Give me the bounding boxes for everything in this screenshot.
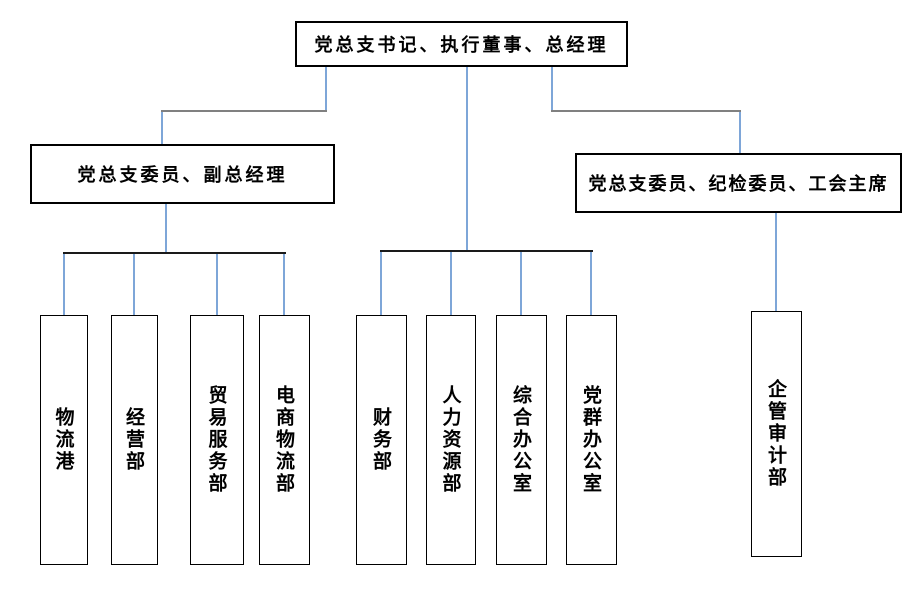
- connector-left-group-bus: [63, 252, 286, 254]
- org-box-root: 党总支书记、执行董事、总经理: [295, 21, 628, 67]
- connector-drop-to-right-manager: [739, 112, 741, 153]
- org-box-dept-audit: 企管审计部: [751, 311, 802, 557]
- org-box-dept-general-office: 综合办公室: [496, 315, 547, 565]
- connector-elbow-right-horizontal: [551, 110, 741, 112]
- connector-right-manager-down: [775, 213, 777, 311]
- connector-center-group-bus: [380, 250, 593, 252]
- org-box-dept-human-resources: 人力资源部: [426, 315, 476, 565]
- org-box-dept-finance: 财务部: [356, 315, 407, 565]
- connector-drop-dept-1: [63, 254, 65, 315]
- connector-drop-dept-7: [520, 252, 522, 315]
- org-box-right-manager: 党总支委员、纪检委员、工会主席: [575, 153, 902, 213]
- connector-elbow-left-horizontal: [161, 110, 327, 112]
- connector-drop-to-left-manager: [161, 112, 163, 144]
- connector-drop-dept-5: [380, 252, 382, 315]
- connector-left-manager-down: [165, 204, 167, 253]
- org-box-dept-ecommerce-logistics: 电商物流部: [259, 315, 310, 565]
- org-box-left-manager: 党总支委员、副总经理: [30, 144, 335, 204]
- connector-root-to-center-group: [466, 67, 468, 252]
- org-box-dept-trade-services: 贸易服务部: [190, 315, 244, 565]
- connector-drop-dept-8: [590, 252, 592, 315]
- connector-root-to-right-elbow: [551, 67, 553, 112]
- connector-drop-dept-6: [450, 252, 452, 315]
- connector-root-to-left-elbow: [325, 67, 327, 112]
- connector-drop-dept-4: [283, 254, 285, 315]
- org-box-dept-logistics-port: 物流港: [40, 315, 88, 565]
- org-box-dept-operations: 经营部: [111, 315, 158, 565]
- org-box-dept-party-mass-office: 党群办公室: [566, 315, 617, 565]
- connector-drop-dept-2: [133, 254, 135, 315]
- connector-drop-dept-3: [216, 254, 218, 315]
